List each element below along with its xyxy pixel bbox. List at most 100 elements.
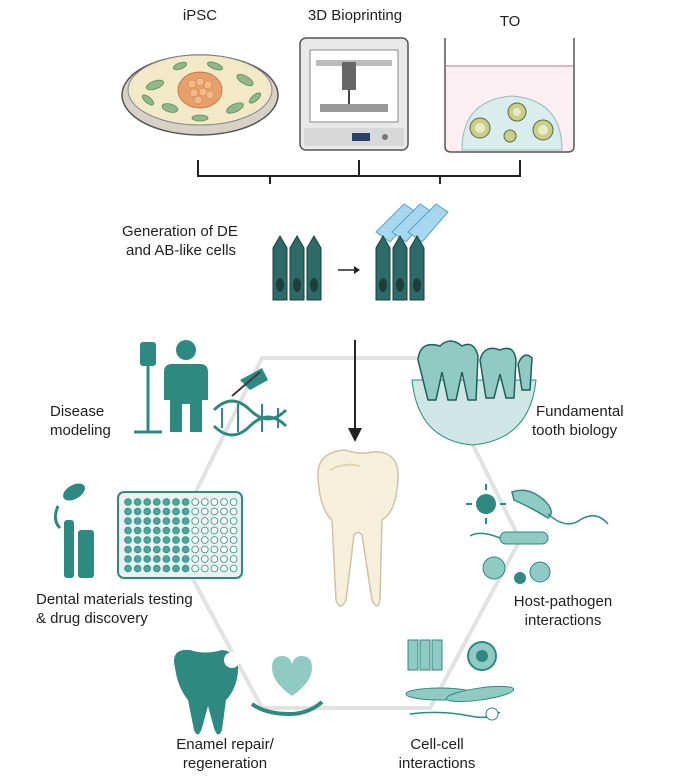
- well: [201, 545, 209, 554]
- well: [201, 526, 209, 535]
- well: [229, 536, 238, 544]
- well: [124, 526, 132, 535]
- well: [133, 564, 142, 573]
- fundamental-line-1: Fundamental: [536, 403, 624, 420]
- main-arrow-icon: [348, 340, 362, 442]
- well: [181, 526, 190, 535]
- well: [229, 545, 238, 554]
- well: [153, 498, 161, 506]
- fundamental-biology-label: Fundamental tooth biology: [532, 402, 672, 440]
- disease-line-1: Disease: [50, 403, 105, 420]
- well: [153, 545, 161, 554]
- well: [191, 536, 200, 544]
- well: [210, 564, 219, 573]
- well: [172, 545, 180, 554]
- well: [229, 507, 238, 516]
- well: [124, 498, 132, 506]
- well: [210, 545, 219, 554]
- dental-line-1: Dental materials testing: [36, 591, 193, 608]
- tooth-icon: [317, 449, 399, 607]
- well: [143, 507, 152, 516]
- well: [143, 498, 152, 506]
- well: [210, 536, 219, 544]
- well: [162, 536, 171, 544]
- fundamental-tooth-biology-icon: [411, 340, 537, 446]
- well: [143, 517, 152, 525]
- well: [162, 564, 171, 573]
- generation-line-2: and AB-like cells: [126, 242, 237, 259]
- convergence-bracket: [197, 160, 521, 184]
- well: [153, 564, 161, 573]
- well: [143, 555, 152, 563]
- well: [153, 555, 161, 563]
- well: [220, 507, 228, 516]
- well: [191, 555, 200, 563]
- well: [210, 526, 219, 535]
- well: [172, 498, 180, 506]
- well: [143, 526, 152, 535]
- well: [191, 526, 200, 535]
- dental-materials-icon: [53, 483, 243, 579]
- petri-dish-icon: [121, 54, 279, 136]
- well: [220, 536, 228, 544]
- well: [191, 517, 200, 525]
- to-label: TO: [499, 13, 521, 30]
- well: [172, 517, 180, 525]
- well: [143, 545, 152, 554]
- well: [220, 498, 228, 506]
- well: [201, 498, 209, 506]
- well: [181, 517, 190, 525]
- well: [181, 507, 190, 516]
- enamel-repair-icon: [174, 649, 324, 735]
- well: [153, 526, 161, 535]
- bioprinting-label: 3D Bioprinting: [307, 7, 403, 24]
- cell-line-1: Cell-cell: [410, 736, 464, 753]
- well: [143, 536, 152, 544]
- well: [191, 545, 200, 554]
- well: [124, 507, 132, 516]
- cell-cell-interactions-icon: [405, 639, 515, 721]
- well: [133, 498, 142, 506]
- well: [133, 517, 142, 525]
- well: [220, 545, 228, 554]
- well: [143, 564, 152, 573]
- disease-modeling-icon: [134, 340, 288, 437]
- host-pathogen-label: Host-pathogen interactions: [498, 592, 628, 630]
- well: [162, 517, 171, 525]
- well: [220, 517, 228, 525]
- well: [191, 564, 200, 573]
- well: [133, 507, 142, 516]
- host-line-1: Host-pathogen: [513, 593, 613, 610]
- well: [153, 536, 161, 544]
- well: [181, 536, 190, 544]
- well: [162, 555, 171, 563]
- well: [181, 498, 190, 506]
- well: [153, 507, 161, 516]
- well: [201, 555, 209, 563]
- well-plate-icon: [124, 498, 238, 573]
- well: [172, 536, 180, 544]
- well: [162, 498, 171, 506]
- well: [210, 498, 219, 506]
- well: [201, 536, 209, 544]
- ipsc-label: iPSC: [182, 7, 218, 24]
- well: [162, 526, 171, 535]
- dental-materials-label: Dental materials testing & drug discover…: [36, 590, 236, 628]
- well: [210, 517, 219, 525]
- enamel-repair-label: Enamel repair/ regeneration: [150, 735, 300, 773]
- well: [133, 545, 142, 554]
- well: [229, 555, 238, 563]
- well: [124, 555, 132, 563]
- well: [210, 507, 219, 516]
- well: [124, 564, 132, 573]
- well: [181, 545, 190, 554]
- well: [172, 564, 180, 573]
- well: [153, 517, 161, 525]
- fundamental-line-2: tooth biology: [532, 422, 618, 439]
- enamel-line-2: regeneration: [182, 755, 268, 772]
- well: [229, 564, 238, 573]
- disease-line-2: modeling: [50, 422, 111, 439]
- well: [124, 545, 132, 554]
- well: [220, 526, 228, 535]
- well: [191, 507, 200, 516]
